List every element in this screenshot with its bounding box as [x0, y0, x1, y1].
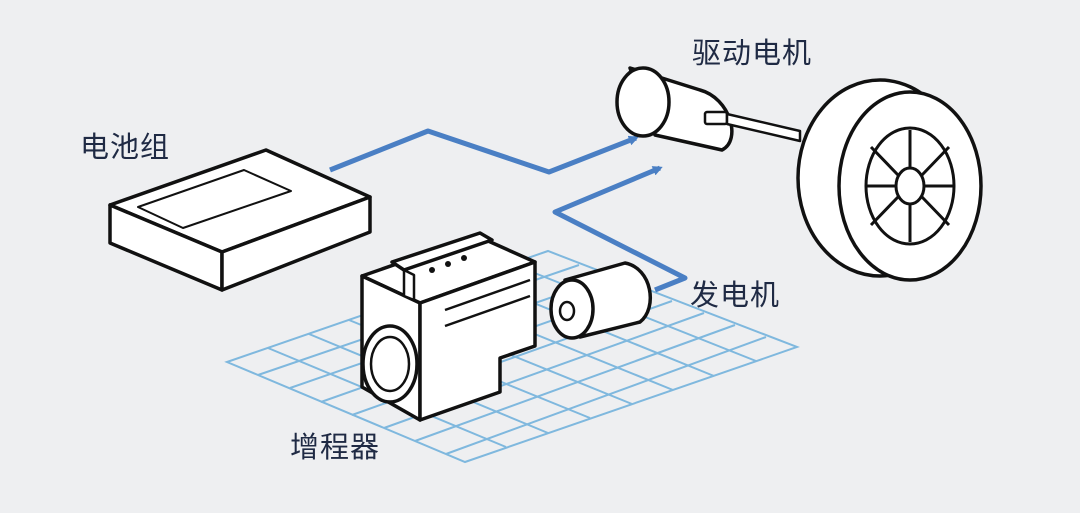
drive-motor-icon [615, 66, 802, 152]
engine-block-icon [360, 231, 537, 422]
generator-icon [549, 261, 653, 340]
label-battery: 电池组 [80, 130, 171, 164]
battery-flow-arrow [329, 128, 639, 175]
generator-flow-arrow [552, 165, 688, 293]
label-drive-motor: 驱动电机 [692, 36, 813, 70]
wheel-icon [796, 78, 983, 282]
label-range-extender: 增程器 [290, 430, 381, 464]
battery-pack-icon [108, 148, 372, 292]
label-generator: 发电机 [690, 278, 781, 312]
